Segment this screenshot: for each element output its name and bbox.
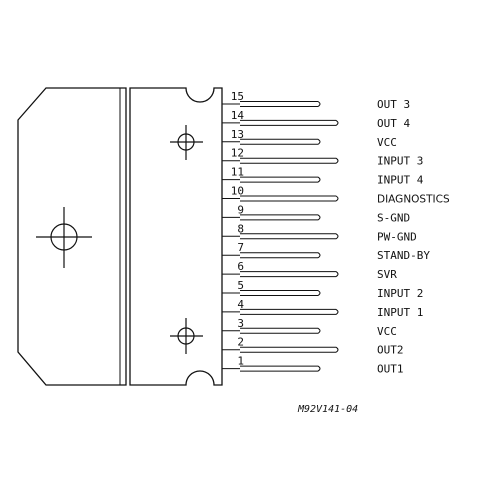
pin-lead — [240, 346, 339, 353]
pin-lead — [240, 308, 339, 315]
pin-lead — [240, 365, 321, 372]
pin-row: 9S-GND — [222, 203, 410, 224]
pin-row: 8PW-GND — [222, 222, 417, 243]
crosshair-tab-icon — [36, 207, 92, 268]
pin-lead — [240, 195, 339, 202]
pin-label: VCC — [377, 325, 397, 338]
pin-label: INPUT 1 — [377, 306, 423, 319]
pin-lead — [240, 327, 321, 334]
pin-label: DIAGNOSTICS — [377, 194, 450, 206]
pin-lead — [240, 101, 321, 107]
pin-lead — [240, 138, 321, 145]
pin-number: 12 — [231, 147, 244, 160]
pin-lead — [240, 176, 321, 183]
pin-number: 15 — [231, 90, 244, 103]
pin-number: 2 — [237, 336, 244, 349]
pin-lead — [240, 157, 339, 164]
pin-label: STAND-BY — [377, 249, 430, 262]
pin-number: 3 — [237, 317, 244, 330]
pin-label: OUT 3 — [377, 98, 410, 111]
pin-number: 4 — [237, 298, 244, 311]
pin-label: PW-GND — [377, 230, 417, 243]
pin-label: OUT2 — [377, 344, 404, 357]
pin-number: 1 — [237, 355, 244, 368]
pin-number: 7 — [237, 241, 244, 254]
pin-number: 6 — [237, 260, 244, 273]
crosshair-top-icon — [170, 125, 203, 160]
pin-label: SVR — [377, 268, 397, 281]
drawing-code: M92V141-04 — [297, 404, 358, 415]
pin-label: INPUT 2 — [377, 287, 423, 300]
pin-number: 11 — [231, 166, 244, 179]
pin-number: 13 — [231, 128, 244, 141]
pin-label: OUT 4 — [377, 117, 410, 130]
package-body — [129, 87, 223, 386]
pin-lead — [240, 119, 339, 126]
pin-label: S-GND — [377, 211, 410, 224]
pin-label: INPUT 4 — [377, 174, 424, 187]
pin-lead — [240, 214, 321, 221]
pin-number: 14 — [231, 109, 245, 122]
pin-lead — [240, 290, 321, 296]
pin-lead — [240, 252, 321, 259]
pin-label: INPUT 3 — [377, 155, 423, 168]
pin-number: 10 — [231, 185, 244, 198]
pin-number: 5 — [237, 279, 244, 292]
crosshair-bottom-icon — [170, 318, 203, 354]
pin-lead — [240, 233, 339, 240]
pin-label: OUT1 — [377, 363, 404, 376]
pin-number: 9 — [237, 203, 244, 216]
pin-label: VCC — [377, 136, 397, 149]
pin-number: 8 — [237, 222, 244, 235]
heatsink-tab — [17, 87, 127, 386]
pin-lead — [240, 271, 339, 278]
